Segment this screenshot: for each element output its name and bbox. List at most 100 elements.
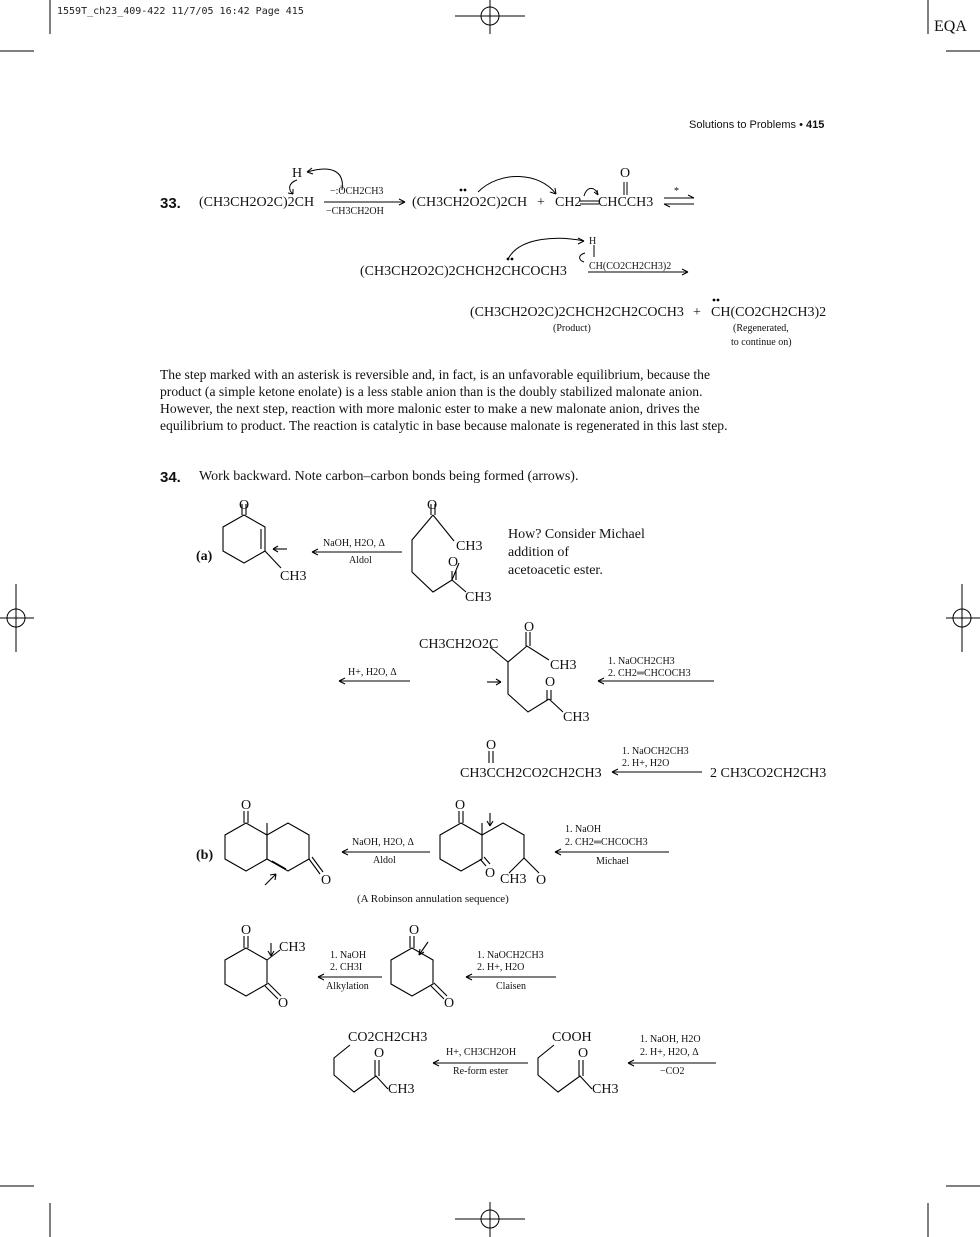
a-diketone-o1: O (427, 498, 438, 513)
how-line-1: How? Consider Michael (508, 527, 645, 542)
eqa-mark: EQA (934, 18, 967, 35)
page-number: 415 (805, 119, 825, 131)
b-triketone-o2: O (485, 866, 496, 881)
b-michael-step-1: 1. NaOH (565, 824, 602, 835)
robinson-caption: (A Robinson annulation sequence) (357, 893, 509, 905)
keto-ester-ch3: CH3 (388, 1082, 415, 1097)
michael-product: (CH3CH2O2C)2CHCH2CH2COCH3 (470, 305, 684, 320)
a-enone-o: O (239, 498, 250, 513)
keto-acid-skeleton (537, 1044, 593, 1093)
acetoacetic-ester: CH3CCH2CO2CH2CH3 (460, 766, 602, 781)
a-aldol-conditions: NaOH, H2O, Δ (323, 538, 385, 549)
b-aldol-label: Aldol (373, 855, 396, 866)
b-michael-label: Michael (596, 856, 629, 867)
explanation-paragraph: The step marked with an asterisk is reve… (160, 366, 840, 434)
plus-sign: + (537, 195, 545, 210)
how-line-2: addition of (508, 545, 570, 560)
how-line-3: acetoacetic ester. (508, 563, 603, 578)
claisen-a-step-2: 2. H+, H2O (622, 758, 670, 769)
methyl-dione-ring (224, 936, 282, 1000)
michael-step-1: 1. NaOCH2CH3 (608, 656, 675, 667)
regenerated-malonate: CH(CO2CH2CH3)2 (711, 305, 827, 320)
b-enone-o2: O (321, 873, 332, 888)
decarboxylation-step-1: 1. NaOH, H2O (640, 1034, 701, 1045)
keto-acid-o: O (578, 1046, 589, 1061)
part-b-label: (b) (196, 848, 214, 863)
a-aldol-label: Aldol (349, 555, 372, 566)
michael-adduct-o2: O (545, 675, 556, 690)
b-enone-o1: O (241, 798, 252, 813)
michael-adduct-ch3-1: CH3 (550, 658, 577, 673)
malonic-h: H (589, 236, 597, 247)
alkylation-step-1: 1. NaOH (330, 950, 367, 961)
keto-acid-ch3: CH3 (592, 1082, 619, 1097)
ethyl-acetate: 2 CH3CO2CH2CH3 (710, 766, 827, 781)
reform-ester-conditions: H+, CH3CH2OH (446, 1047, 517, 1058)
dione-me-o2: O (278, 996, 289, 1011)
acidic-h: H (292, 166, 303, 181)
a-diketone-ch3-1: CH3 (456, 539, 483, 554)
a-diketone-o2: O (448, 555, 459, 570)
michael-adduct-ch3-2: CH3 (563, 710, 590, 725)
b-aldol-conditions: NaOH, H2O, Δ (352, 837, 414, 848)
a-enone-ch3: CH3 (280, 569, 307, 584)
alkylation-step-2: 2. CH3I (330, 962, 363, 973)
b-triketone-ch3: CH3 (500, 872, 527, 887)
problem-34-number: 34. (160, 469, 181, 486)
enone-ch2: CH2 (555, 195, 582, 210)
a-cyclohexenone-ring (222, 504, 287, 569)
registration-mark-left (0, 584, 34, 652)
problem-34-intro: Work backward. Note carbon–carbon bonds … (199, 469, 579, 484)
paragraph-line-1: The step marked with an asterisk is reve… (160, 367, 710, 382)
registration-mark-right (946, 584, 980, 652)
continue-label: to continue on) (731, 337, 792, 348)
b-octalone-rings (224, 811, 324, 886)
dione-me-ch3: CH3 (279, 940, 306, 955)
claisen-b-step-1: 1. NaOCH2CH3 (477, 950, 544, 961)
problem-33-number: 33. (160, 195, 181, 212)
ketone-enolate: (CH3CH2O2C)2CHCH2CHCOCH3 (360, 264, 567, 279)
acetoacetic-o: O (486, 738, 497, 753)
paragraph-line-2: product (a simple ketone enolate) is a l… (160, 384, 703, 399)
decarboxylation-step-3: −CO2 (660, 1066, 685, 1077)
enone-rest: CHCCH3 (598, 195, 654, 210)
b-triketone-skeleton (439, 811, 540, 874)
keto-acid-cooh: COOH (552, 1030, 592, 1045)
michael-adduct-skeleton (487, 632, 564, 713)
registration-mark-top (455, 0, 525, 34)
hydrolysis-conditions: H+, H2O, Δ (348, 667, 397, 678)
enone-carbonyl-o: O (620, 166, 631, 181)
michael-adduct-o1: O (524, 620, 535, 635)
regenerated-label: (Regenerated, (733, 323, 789, 334)
ester-group: CH3CH2O2C (419, 637, 499, 652)
claisen-b-step-2: 2. H+, H2O (477, 962, 525, 973)
a-diketone-chain (411, 504, 467, 593)
dione-o1: O (409, 923, 420, 938)
part-a-label: (a) (196, 549, 213, 564)
dione-o2: O (444, 996, 455, 1011)
dione-ring (390, 936, 448, 1000)
dione-me-o1: O (241, 923, 252, 938)
running-head: Solutions to Problems • 415 (689, 119, 824, 131)
claisen-b-label: Claisen (496, 981, 526, 992)
malonate-anion: (CH3CH2O2C)2CH (412, 195, 528, 210)
b-triketone-o3: O (536, 873, 547, 888)
ethoxide-reagent: −:ÖCH2CH3 (330, 186, 384, 197)
alkylation-label: Alkylation (326, 981, 369, 992)
keto-ester-o: O (374, 1046, 385, 1061)
plus-sign-2: + (693, 305, 701, 320)
paragraph-line-3: However, the next step, reaction with mo… (160, 401, 700, 416)
malonic-ester-proton-source: CH(CO2CH2CH3)2 (589, 261, 672, 272)
decarboxylation-step-2: 2. H+, H2O, Δ (640, 1047, 699, 1058)
asterisk-mark: * (674, 186, 679, 197)
registration-mark-bottom (455, 1202, 525, 1237)
printer-slug: 1559T_ch23_409-422 11/7/05 16:42 Page 41… (57, 6, 304, 17)
keto-ester-top: CO2CH2CH3 (348, 1030, 428, 1045)
keto-ester-skeleton (333, 1044, 389, 1093)
michael-step-2: 2. CH2═CHCOCH3 (608, 668, 691, 679)
b-michael-step-2: 2. CH2═CHCOCH3 (565, 837, 648, 848)
